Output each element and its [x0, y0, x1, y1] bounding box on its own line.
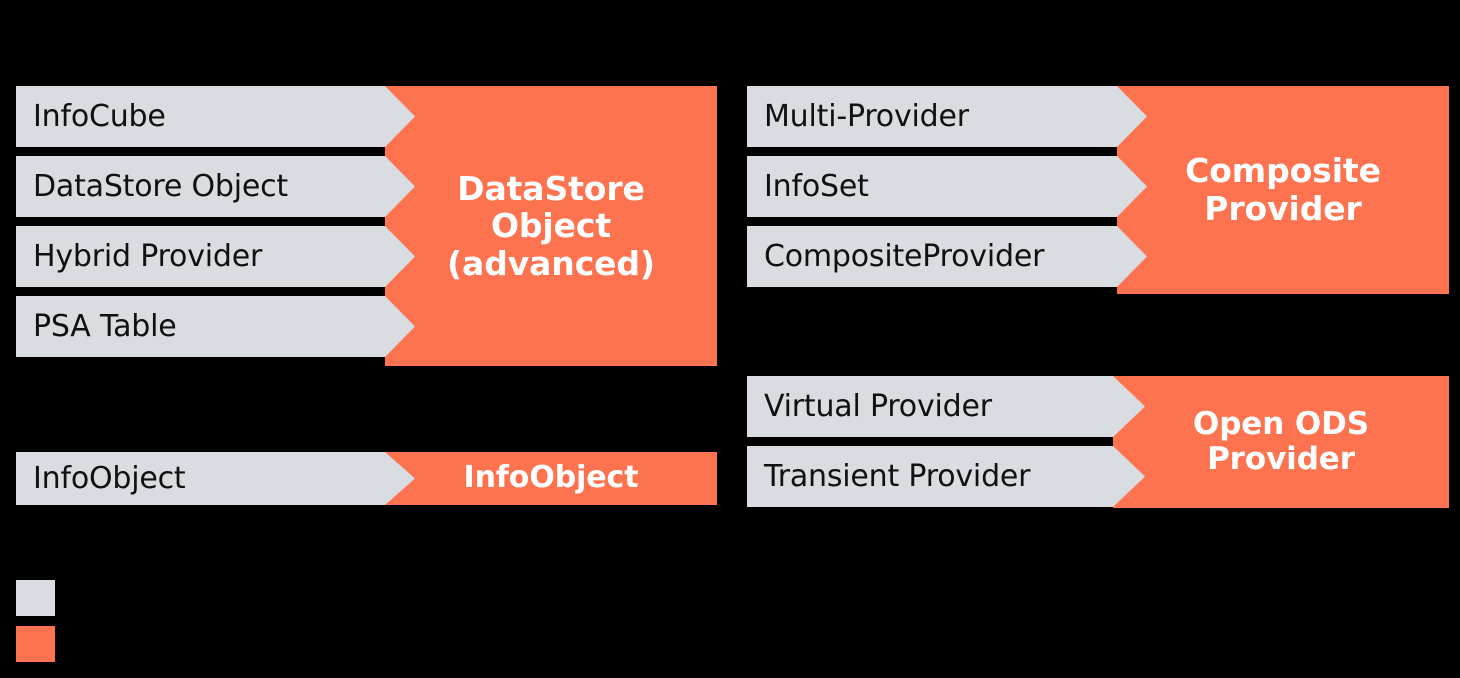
- source-label: Multi-Provider: [764, 99, 969, 134]
- target-label: InfoObject: [458, 461, 645, 495]
- source-chevron-infoobject[interactable]: InfoObject: [16, 452, 385, 505]
- chevron-point-icon: [1117, 226, 1147, 287]
- source-chevron-psa-table[interactable]: PSA Table: [16, 296, 385, 357]
- source-list: InfoCube DataStore Object Hybrid Provide…: [16, 86, 385, 357]
- target-label-line: Object: [490, 206, 612, 246]
- target-label-line: InfoObject: [463, 460, 639, 496]
- target-open-ods-provider[interactable]: Open ODS Provider: [1113, 376, 1449, 508]
- group-infoobject: InfoObject InfoObject: [16, 452, 717, 505]
- source-label: Transient Provider: [764, 459, 1031, 494]
- target-label-line: DataStore: [457, 168, 645, 208]
- source-label: InfoObject: [33, 461, 186, 496]
- target-infoobject[interactable]: InfoObject: [385, 452, 717, 505]
- legend-item-new: [16, 626, 69, 662]
- source-chevron-transient-provider[interactable]: Transient Provider: [747, 446, 1113, 507]
- chevron-point-icon: [385, 226, 415, 287]
- source-chevron-compositeprovider[interactable]: CompositeProvider: [747, 226, 1117, 287]
- group-composite-provider: Composite Provider Multi-Provider InfoSe…: [747, 86, 1449, 294]
- chevron-point-icon: [1117, 86, 1147, 147]
- legend-item-legacy: [16, 580, 69, 616]
- target-label-line: Composite: [1185, 151, 1381, 191]
- source-label: DataStore Object: [33, 169, 288, 204]
- source-list: InfoObject: [16, 452, 385, 505]
- group-open-ods-provider: Open ODS Provider Virtual Provider Trans…: [747, 376, 1449, 508]
- source-chevron-datastore-object[interactable]: DataStore Object: [16, 156, 385, 217]
- source-chevron-hybrid-provider[interactable]: Hybrid Provider: [16, 226, 385, 287]
- source-chevron-infocube[interactable]: InfoCube: [16, 86, 385, 147]
- chevron-point-icon: [385, 86, 415, 147]
- source-list: Virtual Provider Transient Provider: [747, 376, 1113, 507]
- target-label-line: Provider: [1207, 441, 1355, 477]
- source-label: InfoSet: [764, 169, 869, 204]
- target-label: DataStore Object (advanced): [441, 168, 661, 283]
- target-label-line: Provider: [1204, 189, 1362, 228]
- source-chevron-multi-provider[interactable]: Multi-Provider: [747, 86, 1117, 147]
- target-composite-provider[interactable]: Composite Provider: [1117, 86, 1449, 294]
- group-datastore-object-advanced: DataStore Object (advanced) InfoCube Dat…: [16, 86, 717, 366]
- source-list: Multi-Provider InfoSet CompositeProvider: [747, 86, 1117, 287]
- source-label: Virtual Provider: [764, 389, 992, 424]
- source-label: Hybrid Provider: [33, 239, 263, 274]
- source-chevron-virtual-provider[interactable]: Virtual Provider: [747, 376, 1113, 437]
- chevron-point-icon: [385, 156, 415, 217]
- chevron-point-icon: [1113, 446, 1145, 507]
- source-label: InfoCube: [33, 99, 166, 134]
- target-label-line: (advanced): [447, 243, 655, 283]
- chevron-point-icon: [1117, 156, 1147, 217]
- chevron-point-icon: [1113, 376, 1145, 437]
- legend: [16, 580, 69, 662]
- target-label: Open ODS Provider: [1187, 405, 1375, 478]
- target-label: Composite Provider: [1179, 152, 1387, 227]
- target-label-line: Open ODS: [1192, 405, 1370, 442]
- legend-swatch-legacy-icon: [16, 580, 55, 616]
- target-datastore-object-advanced[interactable]: DataStore Object (advanced): [385, 86, 717, 366]
- chevron-point-icon: [385, 452, 415, 505]
- source-label: CompositeProvider: [764, 239, 1045, 274]
- source-chevron-infoset[interactable]: InfoSet: [747, 156, 1117, 217]
- legend-swatch-new-icon: [16, 626, 55, 662]
- source-label: PSA Table: [33, 309, 177, 344]
- chevron-point-icon: [385, 296, 415, 357]
